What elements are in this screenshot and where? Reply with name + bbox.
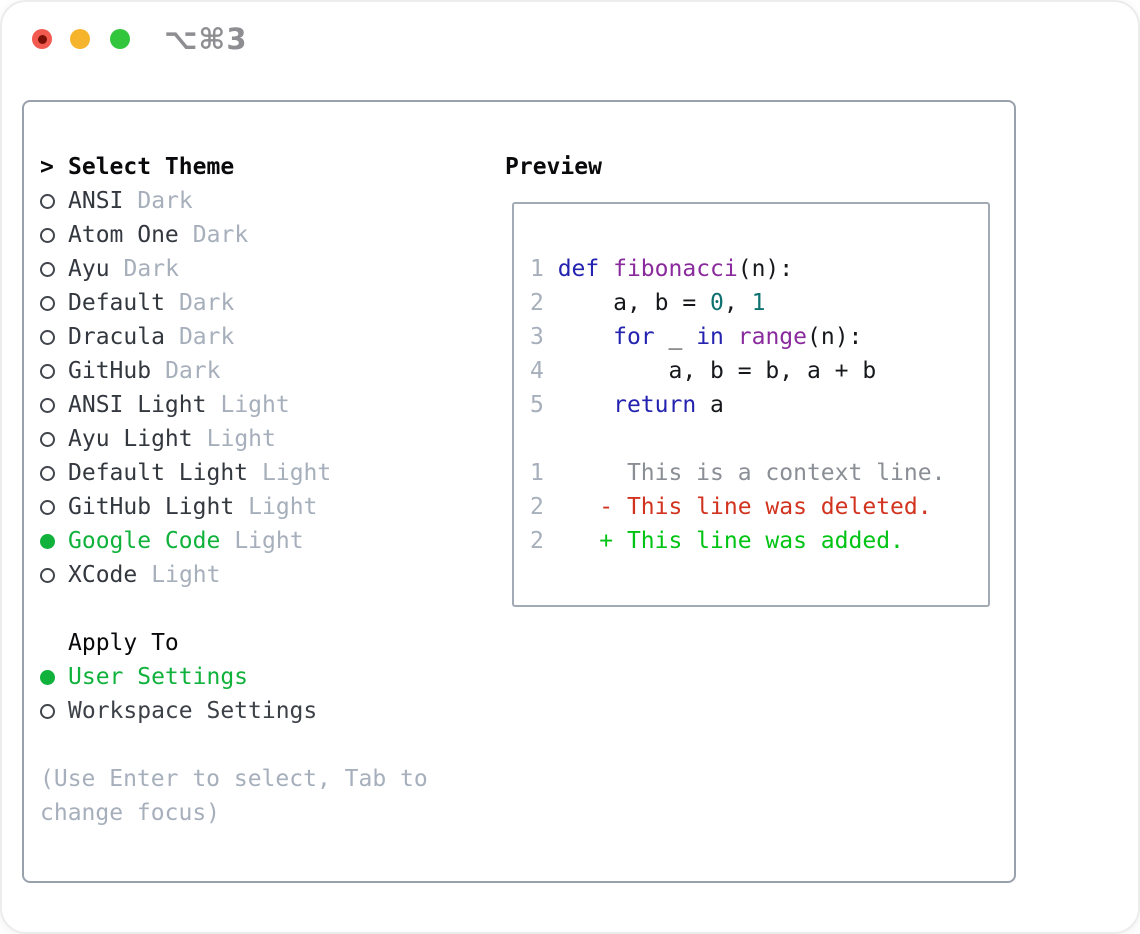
preview-box: [512, 202, 990, 607]
theme-option-ayu-light[interactable]: Ayu Light Light: [40, 422, 276, 456]
radio-icon: [40, 363, 55, 379]
apply-to-option-user-settings[interactable]: User Settings: [40, 660, 248, 694]
theme-option-default-dark[interactable]: Default Dark: [40, 286, 234, 320]
apply-to-title: Apply To: [68, 630, 179, 656]
radio-selected-icon: [40, 669, 55, 685]
help-text-line1: (Use Enter to select, Tab to: [40, 766, 428, 792]
apply-to-header: Apply To: [40, 626, 179, 660]
theme-option-ayu-dark[interactable]: Ayu Dark: [40, 252, 179, 286]
close-button[interactable]: [32, 29, 52, 49]
code-line-4: 4 a, b = b, a + b: [530, 358, 877, 384]
theme-option-github-dark[interactable]: GitHub Dark: [40, 354, 220, 388]
theme-option-ansi-light[interactable]: ANSI Light Light: [40, 388, 290, 422]
radio-selected-icon: [40, 533, 55, 549]
theme-option-dracula-dark[interactable]: Dracula Dark: [40, 320, 234, 354]
radio-icon: [40, 567, 55, 583]
radio-icon: [40, 465, 55, 481]
radio-icon: [40, 261, 55, 277]
minimize-button[interactable]: [70, 29, 90, 49]
theme-option-google-code-light[interactable]: Google Code Light: [40, 524, 304, 558]
window-title: ⌥⌘3: [164, 22, 248, 56]
theme-option-atom-one-dark[interactable]: Atom One Dark: [40, 218, 248, 252]
radio-icon: [40, 397, 55, 413]
close-dot-icon: [37, 34, 47, 44]
radio-icon: [40, 329, 55, 345]
code-line-3: 3 for _ in range(n):: [530, 324, 863, 350]
prompt-caret: >: [40, 154, 54, 180]
theme-picker-panel: > Select Theme ANSI Dark Atom One Dark A…: [22, 100, 1016, 883]
maximize-button[interactable]: [110, 29, 130, 49]
radio-icon: [40, 227, 55, 243]
radio-icon: [40, 431, 55, 447]
diff-deleted-line: 2 - This line was deleted.: [530, 494, 932, 520]
select-theme-header: > Select Theme: [40, 150, 234, 184]
radio-icon: [40, 295, 55, 311]
theme-option-ansi-dark[interactable]: ANSI Dark: [40, 184, 193, 218]
theme-option-default-light[interactable]: Default Light Light: [40, 456, 331, 490]
preview-title: Preview: [505, 154, 602, 180]
theme-option-xcode-light[interactable]: XCode Light: [40, 558, 221, 592]
diff-added-line: 2 + This line was added.: [530, 528, 904, 554]
code-line-1: 1 def fibonacci(n):: [530, 256, 794, 282]
radio-icon: [40, 499, 55, 515]
theme-option-github-light[interactable]: GitHub Light Light: [40, 490, 317, 524]
help-text-line2: change focus): [40, 800, 221, 826]
apply-to-option-workspace-settings[interactable]: Workspace Settings: [40, 694, 317, 728]
code-line-5: 5 return a: [530, 392, 724, 418]
select-theme-title: Select Theme: [68, 154, 235, 180]
radio-icon: [40, 703, 55, 719]
radio-icon: [40, 193, 55, 209]
diff-context-line: 1 This is a context line.: [530, 460, 946, 486]
code-line-2: 2 a, b = 0, 1: [530, 290, 766, 316]
